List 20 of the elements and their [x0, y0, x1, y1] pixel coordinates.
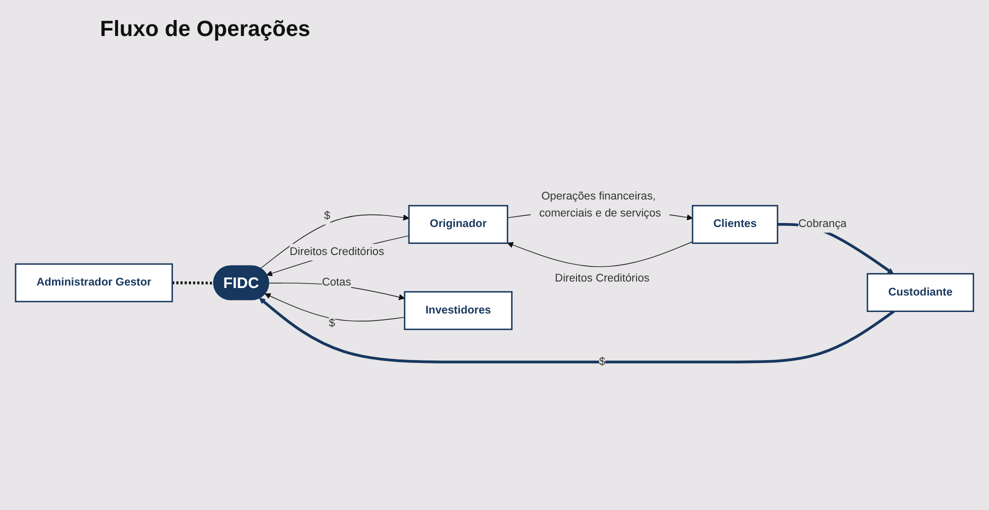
edge-label: $ [328, 317, 336, 329]
edge-label: Cobrança [798, 218, 847, 230]
node-box: Originador [408, 204, 508, 244]
arrow [264, 292, 405, 322]
node-box: Investidores [404, 290, 513, 330]
diagram-title: Fluxo de Operações [100, 16, 310, 42]
edge-label: $ [324, 210, 330, 222]
edge-label: $ [599, 355, 606, 368]
connector [172, 280, 214, 284]
edge-label: Cotas [322, 276, 352, 288]
arrow [507, 240, 693, 267]
edge-label: Operações financeiras, comerciais e de serviços [539, 190, 661, 219]
edge-label: Direitos Creditórios [554, 272, 650, 284]
node-box: Custodiante [866, 272, 974, 312]
arrow [260, 214, 410, 269]
node-box: Clientes [692, 204, 778, 244]
arrow [266, 234, 410, 276]
edge-label: Direitos Creditórios [290, 245, 384, 258]
node-box: Administrador Gestor [14, 262, 173, 302]
arrow [259, 297, 895, 363]
